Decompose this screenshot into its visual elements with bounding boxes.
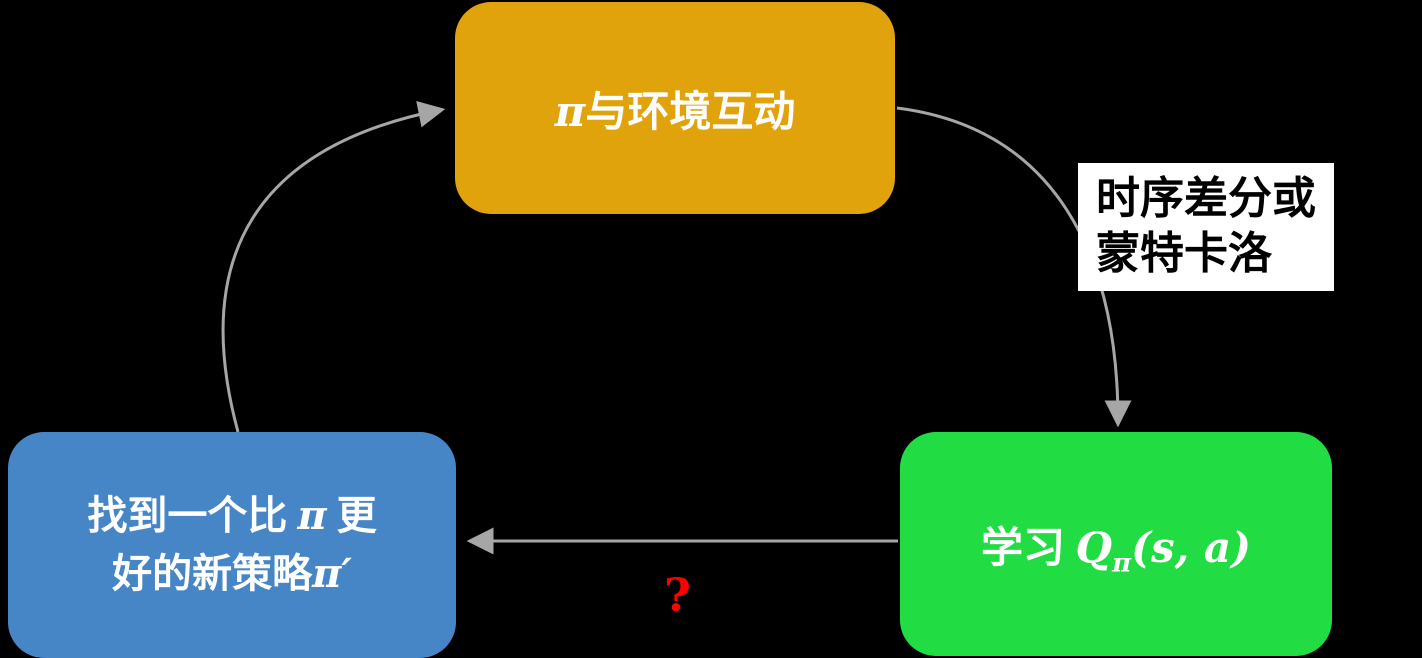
policy-line1-prefix: 找到一个比 [87, 493, 298, 538]
question-mark: ? [664, 568, 691, 622]
policy-line2: 好的新策略π′ [112, 550, 352, 597]
interact-text: 与环境互动 [585, 89, 796, 136]
node-learn-q: 学习 Qπ(s, a) [900, 432, 1332, 656]
policy-line1-suffix: 更 [326, 493, 377, 538]
method-label-line2: 蒙特卡洛 [1096, 229, 1272, 278]
method-label: 时序差分或 蒙特卡洛 [1078, 163, 1334, 291]
node-new-policy-label: 找到一个比 π 更 好的新策略π′ [87, 487, 376, 603]
q-arguments: (s, a) [1131, 522, 1252, 572]
policy-pi-prime-symbol: π′ [312, 550, 352, 597]
node-interact-label: π与环境互动 [555, 78, 796, 139]
node-new-policy: 找到一个比 π 更 好的新策略π′ [8, 432, 456, 658]
arrow-policy-to-interact [221, 100, 446, 433]
arrow-interact-to-learn [896, 106, 1132, 428]
method-label-line1: 时序差分或 [1096, 174, 1316, 223]
policy-line2-prefix: 好的新策略 [112, 551, 313, 596]
policy-line1: 找到一个比 π 更 [87, 492, 377, 539]
q-subscript-pi: π [1112, 547, 1132, 578]
learn-prefix: 学习 [980, 525, 1076, 572]
q-symbol: Q [1075, 522, 1113, 572]
node-learn-q-label: 学习 Qπ(s, a) [980, 514, 1252, 578]
pi-symbol: π [554, 86, 586, 136]
policy-pi-symbol: π [297, 492, 327, 539]
node-interact: π与环境互动 [455, 2, 895, 214]
